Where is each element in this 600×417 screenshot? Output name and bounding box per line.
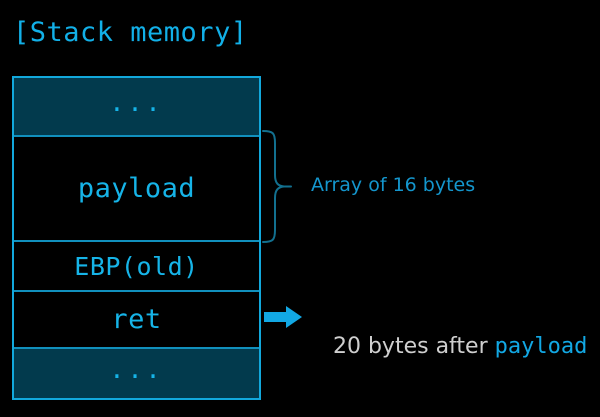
ret-offset-annotation: 20 bytes after payload <box>305 302 587 392</box>
right-arrow-svg <box>264 306 302 328</box>
curly-brace-icon <box>262 130 292 243</box>
array-size-annotation: Array of 16 bytes <box>311 174 476 196</box>
stack-cell-payload: payload <box>14 135 259 240</box>
stack-cell-bottom-ellipsis: ... <box>14 347 259 398</box>
stack-frame-box: ... payload EBP(old) ret ... <box>12 76 261 400</box>
page-title: [Stack memory] <box>13 17 248 48</box>
ret-offset-text: 20 bytes after <box>332 334 495 359</box>
ret-offset-code: payload <box>494 334 588 359</box>
stack-cell-ret: ret <box>14 290 259 347</box>
right-arrow-icon <box>264 305 304 329</box>
stack-cell-top-ellipsis: ... <box>14 78 259 135</box>
stack-cell-ebp-old: EBP(old) <box>14 240 259 290</box>
curly-brace-svg <box>262 130 292 243</box>
